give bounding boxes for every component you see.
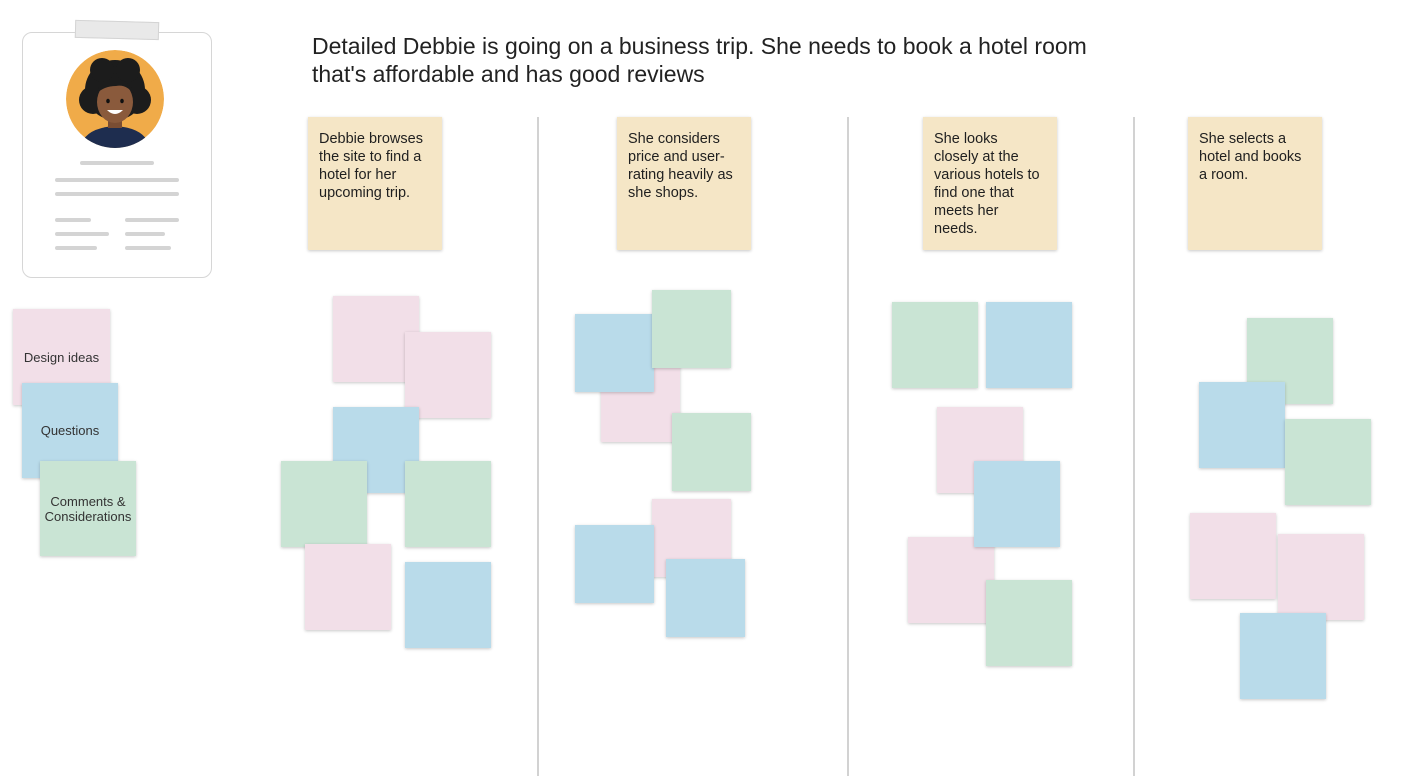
card-line <box>55 178 179 182</box>
column-divider <box>1133 117 1135 776</box>
design-idea-note[interactable] <box>1278 534 1364 620</box>
step-note-1[interactable]: Debbie browses the site to find a hotel … <box>308 117 442 250</box>
question-note[interactable] <box>1199 382 1285 468</box>
question-note[interactable] <box>1240 613 1326 699</box>
design-idea-note[interactable] <box>405 332 491 418</box>
comment-note[interactable] <box>672 413 751 491</box>
card-line <box>80 161 154 165</box>
comment-note[interactable] <box>652 290 731 368</box>
scenario-text: Detailed Debbie is going on a business t… <box>312 33 1087 87</box>
legend-design-ideas-label: Design ideas <box>23 349 100 365</box>
card-line <box>125 218 179 222</box>
question-note[interactable] <box>575 525 654 603</box>
comment-note[interactable] <box>405 461 491 547</box>
step-note-3[interactable]: She looks closely at the various hotels … <box>923 117 1057 250</box>
question-note[interactable] <box>666 559 745 637</box>
design-idea-note[interactable] <box>305 544 391 630</box>
question-note[interactable] <box>575 314 654 392</box>
comment-note[interactable] <box>281 461 367 547</box>
card-line <box>55 218 91 222</box>
design-idea-note[interactable] <box>333 296 419 382</box>
column-divider <box>537 117 539 776</box>
question-note[interactable] <box>974 461 1060 547</box>
legend-comments-note[interactable]: Comments & Considerations <box>40 461 136 556</box>
legend-questions-label: Questions <box>40 423 100 438</box>
card-line <box>125 246 171 250</box>
step-note-4[interactable]: She selects a hotel and books a room. <box>1188 117 1322 250</box>
question-note[interactable] <box>986 302 1072 388</box>
tape <box>74 19 160 41</box>
persona-avatar <box>66 50 164 148</box>
design-idea-note[interactable] <box>1190 513 1276 599</box>
avatar-illustration <box>66 50 164 148</box>
comment-note[interactable] <box>986 580 1072 666</box>
column-divider <box>847 117 849 776</box>
comment-note[interactable] <box>892 302 978 388</box>
question-note[interactable] <box>405 562 491 648</box>
card-line <box>125 232 165 236</box>
legend-comments-label: Comments & Considerations <box>44 493 132 524</box>
step-note-2[interactable]: She considers price and user-rating heav… <box>617 117 751 250</box>
card-line <box>55 192 179 196</box>
design-idea-note[interactable] <box>908 537 994 623</box>
card-line <box>55 246 97 250</box>
comment-note[interactable] <box>1285 419 1371 505</box>
card-line <box>55 232 109 236</box>
